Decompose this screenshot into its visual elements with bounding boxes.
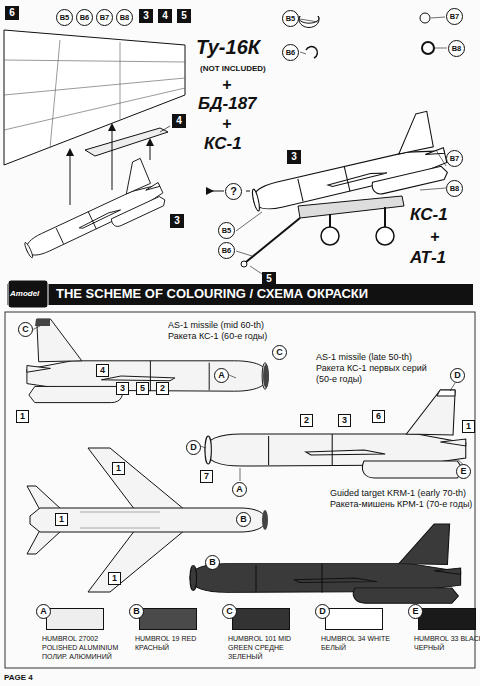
callout-number: 3 bbox=[116, 382, 129, 395]
callout-number: 1 bbox=[55, 513, 68, 526]
callout-number: 5 bbox=[136, 382, 149, 395]
assembly-text: + bbox=[430, 228, 439, 246]
colour-letter: D bbox=[315, 604, 330, 619]
colour-letter: C bbox=[18, 322, 33, 337]
colour-letter: B bbox=[129, 604, 144, 619]
assembly-text: + bbox=[222, 115, 231, 133]
legend-text: HUMBROL 27002 POLISHED ALUMINIUM ПОЛИР. … bbox=[42, 634, 126, 661]
callout-number: 4 bbox=[158, 9, 172, 23]
callout-number: 3 bbox=[287, 150, 301, 164]
callout-number: 1 bbox=[462, 420, 475, 433]
colour-letter: D bbox=[450, 368, 465, 383]
colour-swatch bbox=[325, 608, 383, 630]
caption-text: AS-1 missile (mid 60-th) bbox=[168, 320, 264, 331]
colour-letter: A bbox=[232, 482, 247, 497]
colour-letter: E bbox=[408, 604, 423, 619]
assembly-text: АТ-1 bbox=[410, 248, 446, 268]
callout-number: 1 bbox=[112, 462, 125, 475]
colour-swatch bbox=[139, 608, 197, 630]
assembly-text: + bbox=[222, 76, 231, 94]
part-circle: B6 bbox=[282, 44, 299, 61]
legend-text: HUMBROL 33 BLACK ЧЕРНЫЙ bbox=[414, 634, 480, 652]
colour-letter: D bbox=[186, 440, 201, 455]
part-circle: B7 bbox=[96, 9, 113, 26]
callout-number: 6 bbox=[372, 410, 385, 423]
assembly-text: БД-187 bbox=[198, 94, 257, 114]
callout-number: 6 bbox=[5, 6, 19, 20]
caption-text: Guided target KRM-1 (early 70-th) bbox=[330, 488, 466, 499]
callout-number: 2 bbox=[300, 414, 313, 427]
note-text: (NOT INCLUDED) bbox=[200, 64, 266, 73]
callout-number: 1 bbox=[108, 572, 121, 585]
part-circle: B8 bbox=[446, 180, 463, 197]
caption-text: AS-1 missile (late 50-th) bbox=[316, 352, 412, 363]
part-circle: B5 bbox=[282, 10, 299, 27]
callout-number: 2 bbox=[156, 382, 169, 395]
callout-number: 3 bbox=[338, 414, 351, 427]
colour-letter: C bbox=[272, 345, 287, 360]
callout-number: 1 bbox=[16, 410, 29, 423]
part-circle: B8 bbox=[448, 40, 465, 57]
part-circle: B7 bbox=[446, 8, 463, 25]
callout-number: 7 bbox=[200, 470, 213, 483]
callout-number: 5 bbox=[262, 272, 276, 286]
colour-swatch bbox=[418, 608, 476, 630]
legend-text: HUMBROL 34 WHITE БЕЛЫЙ bbox=[321, 634, 405, 652]
colour-letter: E bbox=[456, 464, 471, 479]
part-circle: B7 bbox=[446, 150, 463, 167]
assembly-text: Ту-16К bbox=[196, 36, 260, 59]
part-circle: B8 bbox=[116, 9, 133, 26]
part-circle: ? bbox=[225, 183, 242, 200]
legend-text: HUMBROL 19 RED КРАСНЫЙ bbox=[135, 634, 219, 652]
callout-number: 3 bbox=[170, 214, 184, 228]
part-circle: B5 bbox=[218, 222, 235, 239]
part-circle: B6 bbox=[76, 9, 93, 26]
colour-letter: C bbox=[222, 604, 237, 619]
colour-letter: B bbox=[205, 555, 220, 570]
callout-number: 5 bbox=[177, 9, 191, 23]
caption-text: Ракета-мишень КРМ-1 (70-е годы) bbox=[330, 499, 472, 510]
callout-number: 4 bbox=[172, 114, 186, 128]
assembly-text: КС-1 bbox=[204, 134, 242, 154]
brand-logo: Amodel bbox=[10, 289, 39, 298]
caption-text: Ракета КС-1 (60-е годы) bbox=[168, 331, 267, 342]
callout-number: 4 bbox=[96, 364, 109, 377]
colour-swatch bbox=[46, 608, 104, 630]
legend-text: HUMBROL 101 MID GREEN СРЕДНЕ ЗЕЛЕНЫЙ bbox=[228, 634, 312, 661]
caption-text: Ракета КС-1 первых серий (50-е годы) bbox=[316, 363, 441, 385]
part-circle: B5 bbox=[56, 9, 73, 26]
colour-swatch bbox=[232, 608, 290, 630]
assembly-text: КС-1 bbox=[410, 205, 448, 225]
page-number: PAGE 4 bbox=[4, 673, 33, 682]
part-circle: B6 bbox=[218, 242, 235, 259]
colour-letter: A bbox=[214, 368, 229, 383]
banner-title: THE SCHEME OF COLOURING / СХЕМА ОКРАСКИ bbox=[56, 286, 368, 301]
colour-letter: B bbox=[236, 512, 251, 527]
colour-letter: A bbox=[36, 604, 51, 619]
callout-number: 3 bbox=[139, 9, 153, 23]
